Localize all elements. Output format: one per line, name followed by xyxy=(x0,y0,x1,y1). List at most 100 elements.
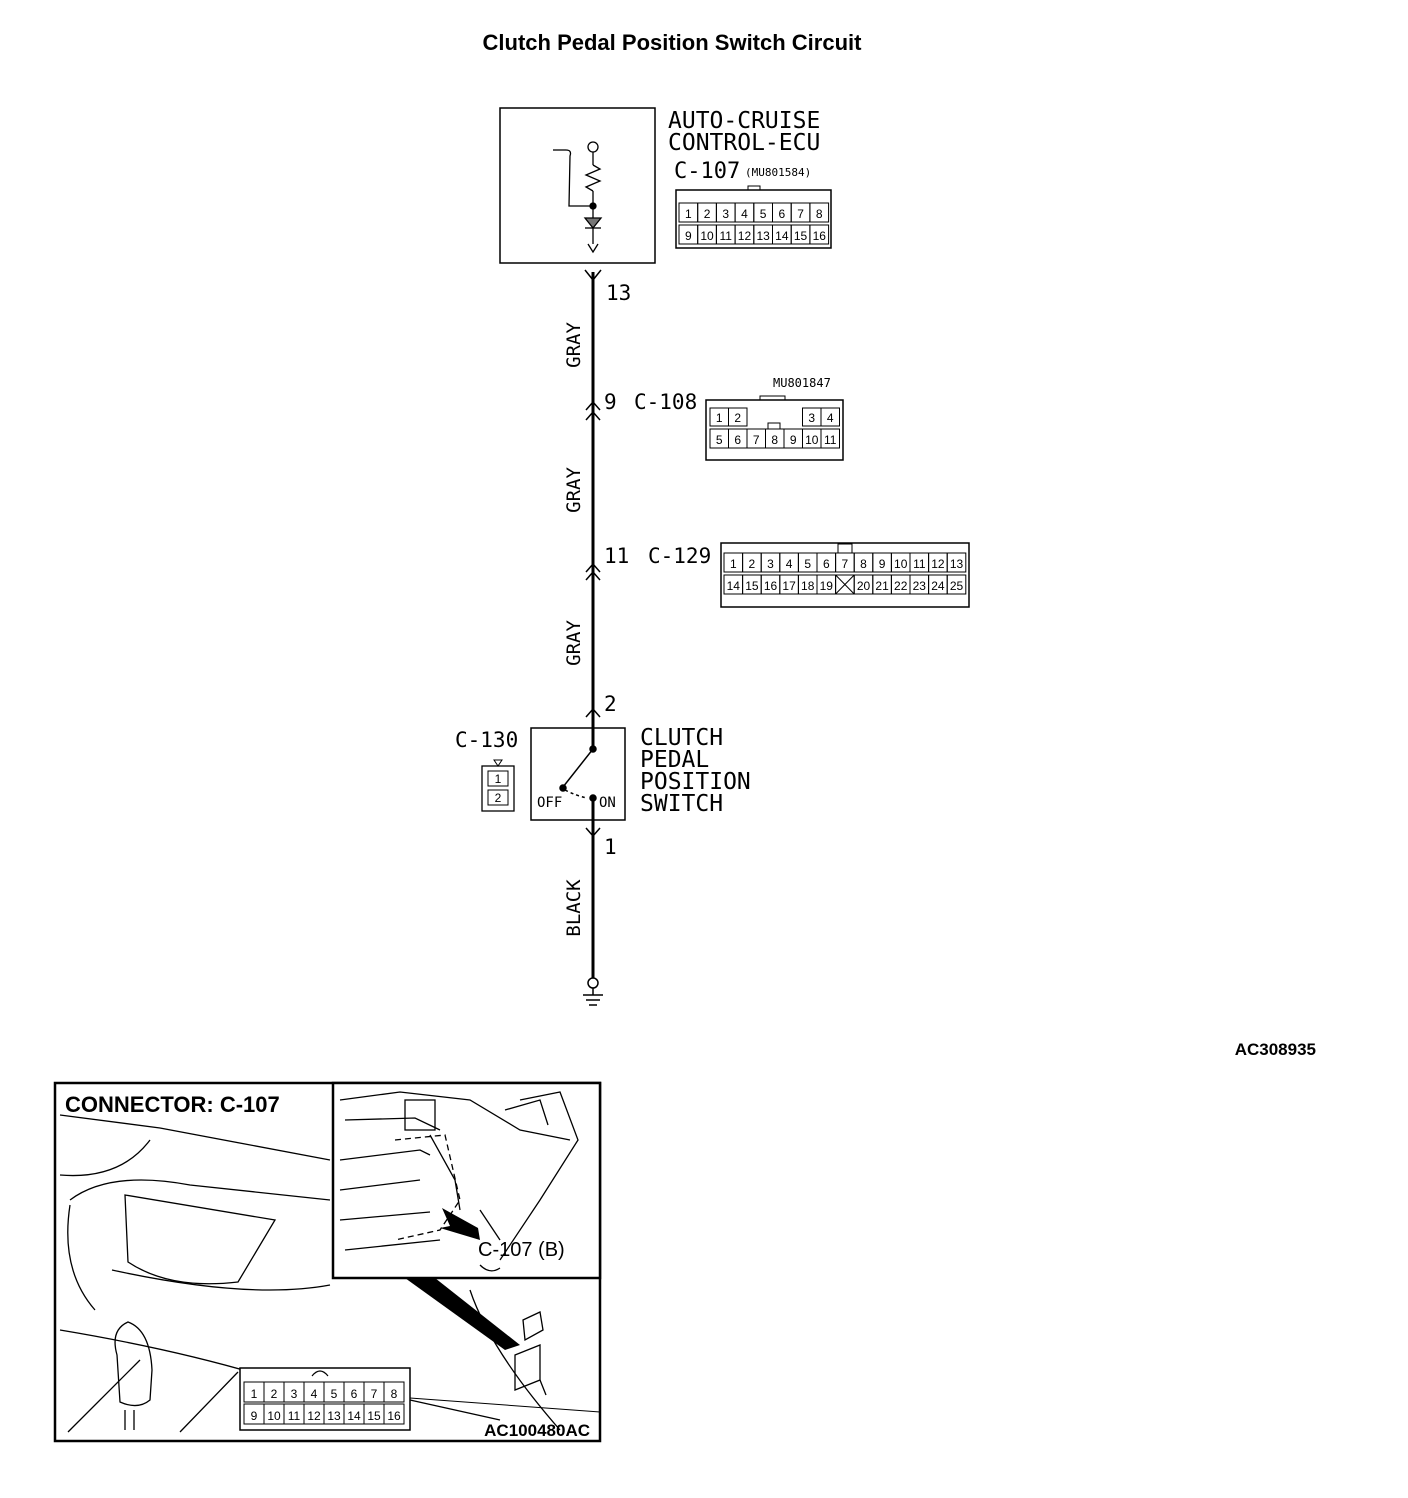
inset-heading: CONNECTOR: C-107 xyxy=(65,1092,280,1117)
pin-number: 10 xyxy=(894,557,908,571)
pin-cell xyxy=(946,552,967,573)
pin-number: 21 xyxy=(875,579,889,593)
pin-cell xyxy=(383,1403,405,1425)
pin-number: 3 xyxy=(722,207,729,221)
pin-number: 25 xyxy=(950,579,964,593)
pin-number: 11 xyxy=(913,557,926,571)
figure-id: AC308935 xyxy=(1235,1040,1316,1059)
pin-number: 24 xyxy=(931,579,945,593)
pin-cell xyxy=(820,428,840,449)
pin-number: 7 xyxy=(753,433,760,447)
pin-number: 8 xyxy=(391,1387,398,1401)
pin-number: 2 xyxy=(734,411,741,425)
pin-number: 15 xyxy=(794,229,808,243)
switch-box xyxy=(530,727,626,821)
pin-number: 6 xyxy=(823,557,830,571)
pin-number: 5 xyxy=(716,433,723,447)
pin-number: 14 xyxy=(775,229,789,243)
pin-number: 18 xyxy=(801,579,815,593)
c108-part-number: MU801847 xyxy=(773,376,831,390)
pin-number: 8 xyxy=(860,557,867,571)
c130-pin: 2 xyxy=(495,791,502,805)
pin-number: 13 xyxy=(950,557,964,571)
switch-contact-icon xyxy=(559,728,597,820)
pin-number: 12 xyxy=(738,229,752,243)
pin-number: 1 xyxy=(716,411,723,425)
c108-pin: 9 xyxy=(604,390,617,414)
switch-bottom-pin: 1 xyxy=(604,835,617,859)
wire-color-label: BLACK xyxy=(563,879,585,937)
pin-cell xyxy=(946,574,967,595)
pin-number: 7 xyxy=(371,1387,378,1401)
pin-number: 13 xyxy=(756,229,770,243)
pin-number: 2 xyxy=(704,207,711,221)
c108-connector-label: C-108 xyxy=(634,390,697,414)
pin-number: 2 xyxy=(749,557,756,571)
c130-pin: 1 xyxy=(495,772,502,786)
pin-number: 1 xyxy=(251,1387,258,1401)
pin-cell xyxy=(809,224,830,245)
pin-number: 5 xyxy=(804,557,811,571)
pin-number: 6 xyxy=(734,433,741,447)
pin-cell xyxy=(728,407,748,427)
switch-name-line2: PEDAL xyxy=(640,747,709,773)
zoom-pointer-icon xyxy=(405,1278,520,1350)
c129-junction-icon xyxy=(585,562,601,581)
ecu-terminal-pin: 13 xyxy=(606,281,631,305)
pin-number: 6 xyxy=(779,207,786,221)
pin-number: 12 xyxy=(307,1409,321,1423)
leader-line xyxy=(409,1397,601,1413)
c129-pin: 11 xyxy=(604,544,629,568)
pin-number: 23 xyxy=(913,579,927,593)
callout-arrow-icon xyxy=(440,1208,480,1240)
pin-number: 20 xyxy=(857,579,871,593)
pin-number: 16 xyxy=(387,1409,401,1423)
pin-number: 16 xyxy=(813,229,827,243)
pin-number: 10 xyxy=(267,1409,281,1423)
ecu-part-number: (MU801584) xyxy=(745,166,811,179)
c129-connector-label: C-129 xyxy=(648,544,711,568)
pin-number: 22 xyxy=(894,579,908,593)
pin-number: 1 xyxy=(730,557,737,571)
pin-cell xyxy=(383,1381,405,1403)
wire-color-label: GRAY xyxy=(563,620,585,666)
wire-color-label: GRAY xyxy=(563,467,585,513)
pin-number: 4 xyxy=(741,207,748,221)
pin-number: 5 xyxy=(331,1387,338,1401)
switch-name-line1: CLUTCH xyxy=(640,725,723,751)
wire-color-label: GRAY xyxy=(563,322,585,368)
pin-number: 5 xyxy=(760,207,767,221)
ecu-internal-circuit-icon xyxy=(553,141,603,254)
pin-number: 8 xyxy=(771,433,778,447)
ecu-name-line1: AUTO-CRUISE xyxy=(668,108,820,134)
pin-number: 14 xyxy=(347,1409,361,1423)
pin-number: 19 xyxy=(820,579,834,593)
pin-number: 7 xyxy=(842,557,849,571)
pin-cell xyxy=(809,202,830,223)
switch-on-label: ON xyxy=(599,795,616,811)
switch-top-pin: 2 xyxy=(604,692,617,716)
page-title: Clutch Pedal Position Switch Circuit xyxy=(483,30,863,55)
inset-figure-id: AC100480AC xyxy=(484,1421,590,1440)
detail-view-frame xyxy=(331,1081,602,1280)
pin-number: 9 xyxy=(879,557,886,571)
pin-number: 14 xyxy=(727,579,741,593)
pin-number: 15 xyxy=(367,1409,381,1423)
c130-connector-label: C-130 xyxy=(455,728,518,752)
ecu-connector-label: C-107 xyxy=(674,159,740,184)
pin-number: 6 xyxy=(351,1387,358,1401)
pin-number: 3 xyxy=(808,411,815,425)
pin-number: 9 xyxy=(685,229,692,243)
pin-number: 1 xyxy=(685,207,692,221)
pin-number: 2 xyxy=(271,1387,278,1401)
pin-number: 7 xyxy=(797,207,804,221)
pin-number: 4 xyxy=(827,411,834,425)
ecu-terminal-marker-icon xyxy=(584,269,602,282)
dashboard-illustration-icon xyxy=(59,1114,561,1433)
pin-number: 9 xyxy=(790,433,797,447)
switch-off-label: OFF xyxy=(537,795,562,811)
